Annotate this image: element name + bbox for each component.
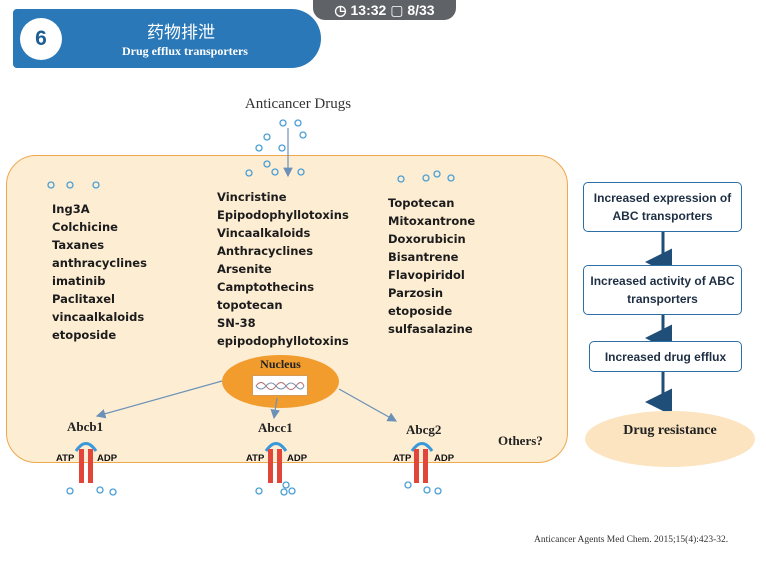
atp-label: ATP	[56, 453, 75, 464]
timer-time: 13:32	[350, 2, 387, 18]
nucleus-signal-arrows	[95, 380, 398, 422]
drug-name: SN-38	[217, 316, 256, 330]
atp-label: ATP	[246, 453, 265, 464]
adp-label: ADP	[434, 453, 455, 464]
flow-step-efflux: Increased drug efflux	[589, 341, 742, 372]
citation: Anticancer Agents Med Chem. 2015;15(4):4…	[534, 535, 729, 545]
transporter-label-abcc1: Abcc1	[258, 420, 293, 435]
drug-name: Vincaalkaloids	[217, 226, 311, 240]
drug-name: etoposide	[388, 304, 453, 318]
adp-label: ADP	[287, 453, 308, 464]
abcc1-transporter	[264, 442, 288, 483]
drug-name: Bisantrene	[388, 250, 459, 264]
drug-source-label: Anticancer Drugs	[244, 96, 352, 112]
dna-wave-icon	[255, 382, 305, 390]
section-number-badge: 6	[20, 18, 62, 60]
dna-box	[252, 375, 308, 396]
drug-name: etoposide	[52, 328, 117, 342]
drug-molecules-effluxed	[66, 481, 442, 496]
drug-name: Doxorubicin	[388, 232, 466, 246]
header-bar	[13, 9, 321, 68]
clock-icon: ◷	[334, 2, 347, 18]
atp-label: ATP	[393, 453, 412, 464]
drug-resistance-ellipse	[585, 411, 755, 467]
abcg2-transporter	[410, 442, 434, 483]
drug-name: Paclitaxel	[52, 292, 115, 306]
flow-step-expression: Increased expression of ABC transporters	[583, 182, 742, 232]
drug-name: Epipodophyllotoxins	[217, 208, 349, 222]
drug-name: Camptothecins	[217, 280, 315, 294]
page-counter: 8/33	[407, 2, 435, 18]
nucleus-label: Nucleus	[260, 357, 301, 371]
others-label: Others?	[498, 433, 543, 448]
drug-name: Vincristine	[217, 190, 287, 204]
drug-name: epipodophyllotoxins	[217, 334, 349, 348]
drug-name: Topotecan	[388, 196, 455, 210]
drug-name: Colchicine	[52, 220, 118, 234]
slide-icon: ▢	[390, 2, 404, 18]
presentation-timer: ◷ 13:32 ▢ 8/33	[313, 0, 456, 20]
drug-name: Taxanes	[52, 238, 105, 252]
drug-name: Ing3A	[52, 202, 90, 216]
drug-name: Anthracyclines	[217, 244, 314, 258]
drug-name: anthracyclines	[52, 256, 147, 270]
title-english: Drug efflux transporters	[122, 44, 248, 58]
drug-molecules-outside	[255, 119, 307, 152]
title-chinese: 药物排泄	[147, 23, 215, 43]
drug-name: Arsenite	[217, 262, 272, 276]
drug-name: topotecan	[217, 298, 283, 312]
abcb1-transporter	[74, 442, 98, 483]
transporter-label-abcg2: Abcg2	[406, 422, 442, 437]
drug-name: Parzosin	[388, 286, 444, 300]
drug-name: imatinib	[52, 274, 106, 288]
transporter-label-abcb1: Abcb1	[67, 419, 104, 434]
flow-step-activity: Increased activity of ABC transporters	[583, 265, 742, 315]
drug-molecules-inside	[47, 160, 455, 189]
drug-resistance-label: Drug resistance	[623, 423, 717, 438]
drug-name: sulfasalazine	[388, 322, 473, 336]
drug-name: Flavopiridol	[388, 268, 465, 282]
drug-name: Mitoxantrone	[388, 214, 476, 228]
drug-name: vincaalkaloids	[52, 310, 145, 324]
adp-label: ADP	[97, 453, 118, 464]
